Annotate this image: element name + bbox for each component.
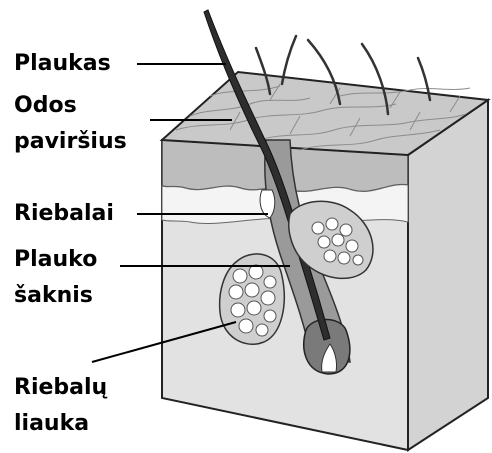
label-riebalu-line2: liauka	[14, 410, 89, 438]
label-plauko-line2: šaknis	[14, 282, 93, 310]
label-plauko-line1: Plauko	[14, 246, 97, 274]
skin-block-side-face	[408, 100, 488, 450]
label-odos-line2: paviršius	[14, 128, 127, 156]
label-riebalu-line1: Riebalų	[14, 374, 107, 402]
label-plaukas: Plaukas	[14, 50, 111, 78]
label-odos-line1: Odos	[14, 92, 77, 120]
label-riebalai: Riebalai	[14, 200, 114, 228]
